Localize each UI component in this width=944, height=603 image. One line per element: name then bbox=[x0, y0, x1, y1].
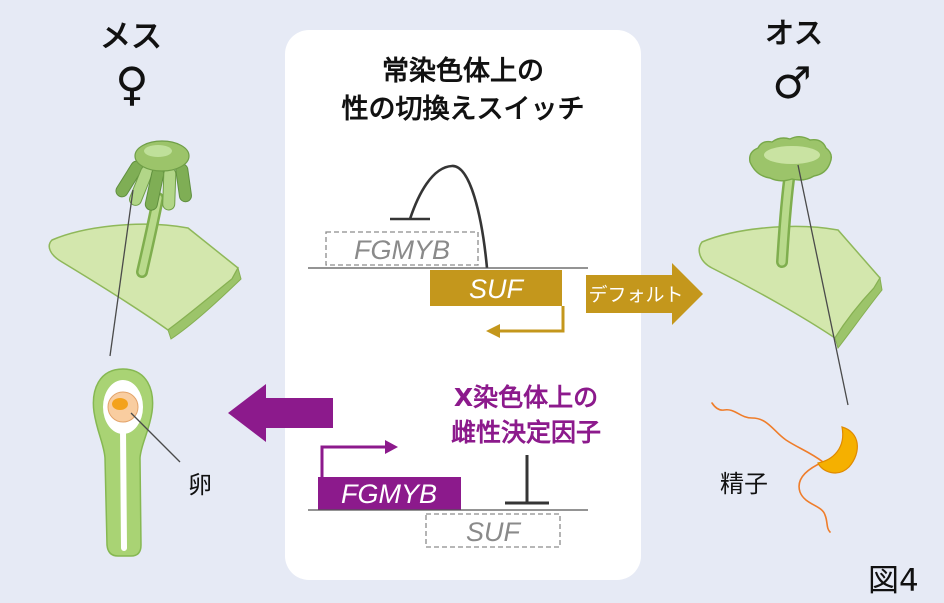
sperm-flagellum bbox=[798, 461, 831, 533]
female-plant bbox=[48, 140, 242, 340]
default-arrow-label: デフォルト bbox=[588, 284, 683, 306]
sperm-body bbox=[817, 426, 858, 474]
egg-pointer bbox=[130, 412, 181, 463]
female-label: メス bbox=[100, 19, 162, 55]
suf-autosomal-label: SUF bbox=[469, 274, 525, 304]
x-factor-title-line2: 雌性決定因子 bbox=[451, 418, 601, 447]
x-chromosome-factor: X染色体上の 雌性決定因子 FGMYB SUF bbox=[228, 383, 601, 548]
female-direction-arrow bbox=[228, 384, 333, 442]
archegoniophore-head bbox=[115, 140, 192, 211]
antheridiophore-head bbox=[748, 136, 833, 182]
sperm-label: 精子 bbox=[720, 470, 768, 498]
male-label: オス bbox=[765, 16, 823, 50]
archegonium bbox=[92, 368, 154, 557]
fgmyb-autosomal-label: FGMYB bbox=[354, 235, 450, 265]
head-to-sperm-pointer bbox=[797, 164, 849, 406]
suf-transcription-arrowhead bbox=[486, 324, 500, 338]
default-arrow-shape bbox=[586, 263, 703, 325]
suf-autosomal-box bbox=[430, 270, 562, 306]
head-ray bbox=[162, 167, 177, 211]
suf-x-box bbox=[425, 513, 561, 548]
fgmyb-transcription-arrow bbox=[320, 445, 386, 478]
egg-label: 卵 bbox=[188, 471, 212, 499]
figure-label: 図4 bbox=[868, 563, 919, 599]
suf-x-label: SUF bbox=[466, 517, 522, 547]
autosomal-switch: 常染色体上の 性の切換えスイッチ FGMYB SUF デフォルト bbox=[308, 55, 703, 338]
fgmyb-x-label: FGMYB bbox=[341, 479, 437, 509]
default-arrow: デフォルト bbox=[586, 263, 703, 325]
x-factor-title-line1: X染色体上の bbox=[454, 383, 598, 412]
head-disc-highlight bbox=[764, 146, 820, 164]
fgmyb-transcription-arrowhead bbox=[385, 440, 398, 454]
head-to-archegonium-pointer bbox=[109, 189, 134, 357]
male-symbol: ♂ bbox=[772, 58, 811, 109]
archegonium-canal bbox=[120, 427, 127, 551]
female-section: メス ♀ 卵 bbox=[48, 19, 242, 557]
male-section: オス ♂ 精子 bbox=[698, 16, 883, 533]
fgmyb-autosomal-box bbox=[325, 231, 479, 266]
male-plant bbox=[698, 136, 883, 350]
egg-nucleus bbox=[112, 398, 128, 410]
suf-inhibits-fgmyb-arc bbox=[408, 164, 489, 269]
autosomal-title-line2: 性の切換えスイッチ bbox=[342, 94, 585, 125]
female-symbol: ♀ bbox=[115, 57, 149, 111]
fgmyb-x-box bbox=[318, 477, 461, 510]
autosomal-title-line1: 常染色体上の bbox=[382, 55, 544, 87]
head-dome-highlight bbox=[144, 145, 172, 157]
sperm-flagellum bbox=[711, 402, 824, 463]
suf-transcription-arrow bbox=[498, 306, 565, 333]
female-thallus-edge bbox=[167, 266, 242, 340]
sperm bbox=[711, 402, 858, 533]
male-thallus-edge bbox=[834, 276, 883, 350]
